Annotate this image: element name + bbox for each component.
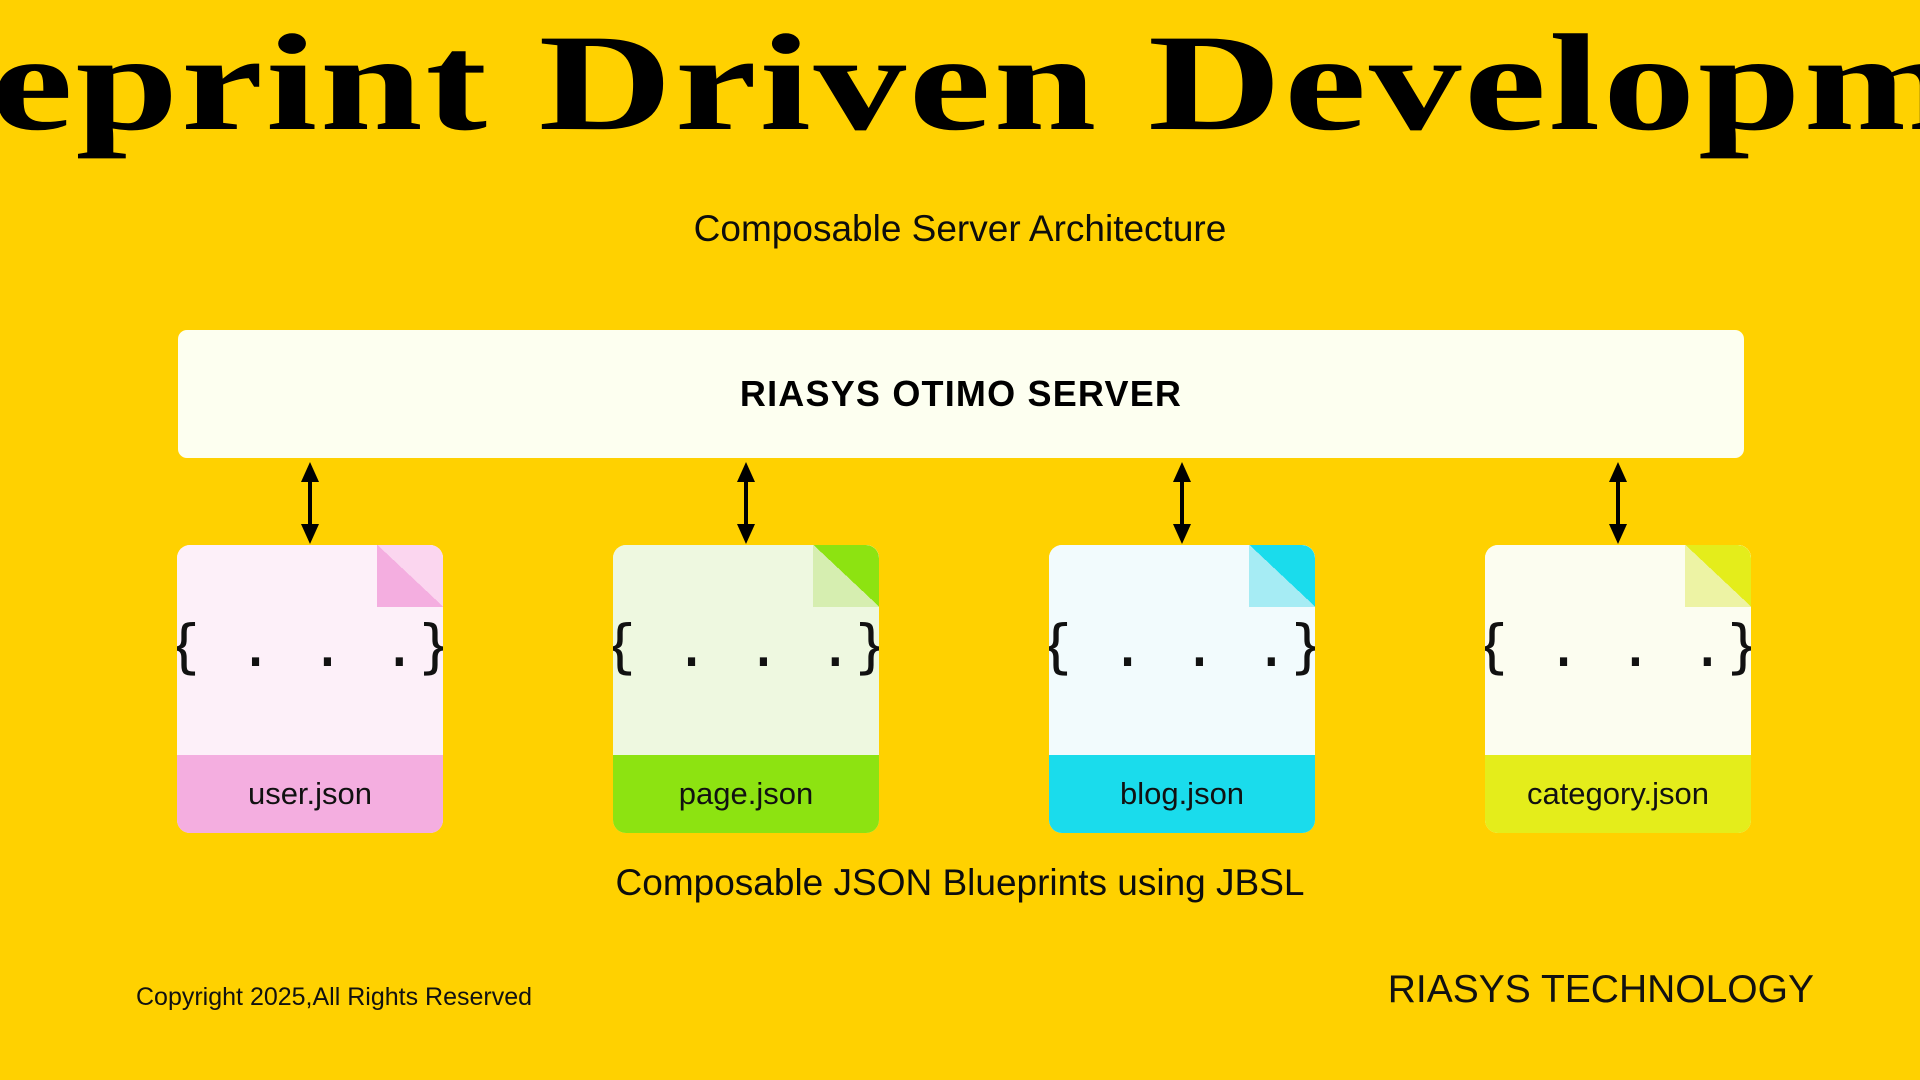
card-footer: user.json [177, 755, 443, 833]
double-arrow-vertical-icon [729, 462, 763, 544]
json-preview: { . . .} [177, 612, 443, 680]
double-arrow-vertical-icon [1601, 462, 1635, 544]
fold-lower-triangle [1685, 545, 1751, 607]
card-filename: blog.json [1119, 776, 1245, 811]
card-filename: category.json [1526, 776, 1710, 811]
fold-lower-triangle [1249, 545, 1315, 607]
fold-lower-triangle [813, 545, 879, 607]
fold-lower-triangle [377, 545, 443, 607]
card-filename: page.json [678, 776, 814, 811]
blueprint-card-category[interactable]: { . . .} category.json [1485, 545, 1751, 833]
connector-category [1601, 462, 1635, 544]
diagram-caption: Composable JSON Blueprints using JBSL [615, 862, 1305, 903]
card-footer: category.json [1485, 755, 1751, 833]
blueprint-card-blog[interactable]: { . . .} blog.json [1049, 545, 1315, 833]
server-banner: RIASYS OTIMO SERVER [178, 330, 1744, 458]
double-arrow-vertical-icon [1165, 462, 1199, 544]
json-file-icon [1249, 545, 1315, 607]
connector-page [729, 462, 763, 544]
card-footer: blog.json [1049, 755, 1315, 833]
card-footer: page.json [613, 755, 879, 833]
blueprint-card-user[interactable]: { . . .} user.json [177, 545, 443, 833]
page-subtitle: Composable Server Architecture [693, 208, 1227, 249]
connector-blog [1165, 462, 1199, 544]
json-preview: { . . .} [1049, 612, 1315, 680]
connector-user [293, 462, 327, 544]
page-title: Blueprint Driven Development [0, 6, 1920, 159]
double-arrow-vertical-icon [293, 462, 327, 544]
json-file-icon [1685, 545, 1751, 607]
json-file-icon [813, 545, 879, 607]
card-filename: user.json [247, 776, 373, 811]
json-file-icon [377, 545, 443, 607]
brand-text: RIASYS TECHNOLOGY [1387, 968, 1814, 1011]
blueprint-card-page[interactable]: { . . .} page.json [613, 545, 879, 833]
json-preview: { . . .} [1485, 612, 1751, 680]
card-body: { . . .} [613, 545, 879, 755]
server-banner-label: RIASYS OTIMO SERVER [739, 373, 1183, 414]
copyright-text: Copyright 2025,All Rights Reserved [136, 983, 533, 1011]
json-preview: { . . .} [613, 612, 879, 680]
